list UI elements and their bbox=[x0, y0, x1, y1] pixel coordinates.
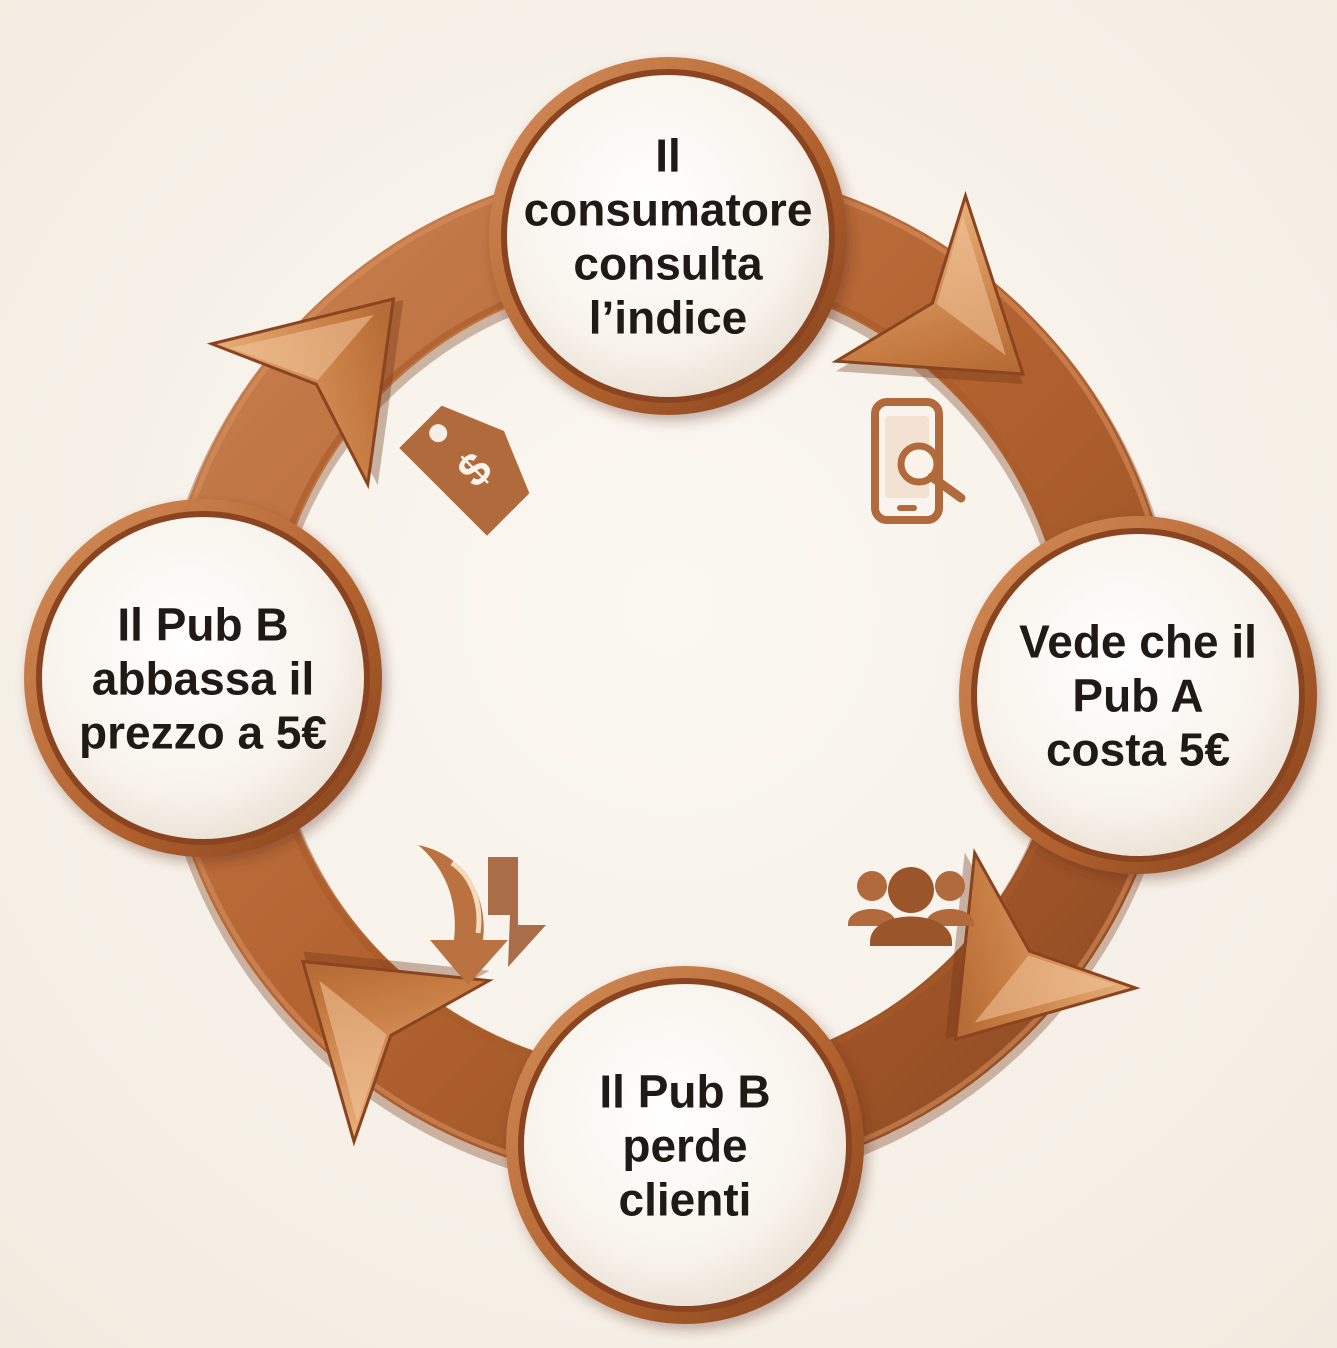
node-label-line: Vede che il bbox=[1019, 616, 1257, 668]
node-label-line: consumatore bbox=[524, 184, 813, 236]
people-group-icon bbox=[848, 867, 974, 946]
node-label-line: abbassa il bbox=[92, 653, 314, 705]
node-label-line: Il Pub B bbox=[117, 599, 288, 651]
arrowhead bbox=[945, 848, 1141, 1042]
arrowhead bbox=[831, 190, 1026, 384]
down-arrow-icon bbox=[418, 845, 546, 985]
node-label-line: l’indice bbox=[589, 292, 747, 344]
node-label-line: Il Pub B bbox=[599, 1066, 770, 1118]
node-face bbox=[42, 517, 364, 839]
cycle-arrows bbox=[206, 190, 1141, 1147]
phone-search-icon bbox=[871, 398, 966, 524]
node-label-line: perde bbox=[622, 1120, 747, 1172]
price-tag-icon: $ bbox=[399, 405, 530, 536]
node-label-line: consulta bbox=[573, 238, 763, 290]
node-label-line: Pub A bbox=[1072, 670, 1203, 722]
node-label-line: clienti bbox=[619, 1174, 752, 1226]
node-face bbox=[524, 984, 846, 1306]
arrowhead bbox=[300, 951, 494, 1147]
node-label-line: prezzo a 5€ bbox=[79, 707, 327, 759]
node-face bbox=[977, 534, 1299, 856]
node-face bbox=[507, 75, 829, 397]
arrowhead bbox=[206, 296, 404, 490]
node-label-line: costa 5€ bbox=[1046, 724, 1230, 776]
node-label-line: Il bbox=[655, 130, 681, 182]
